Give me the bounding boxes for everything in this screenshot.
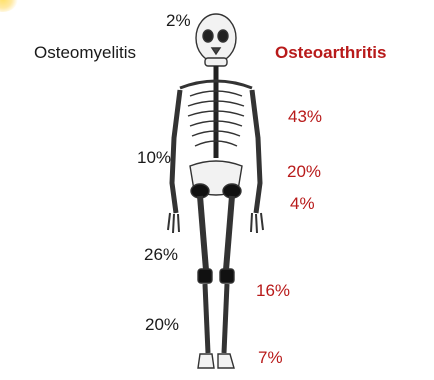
osteoarthritis-heading: Osteoarthritis bbox=[275, 43, 386, 63]
osteoarthritis-foot-percent: 7% bbox=[258, 348, 283, 368]
osteoarthritis-spine-percent: 43% bbox=[288, 107, 322, 127]
osteoarthritis-knee-percent: 16% bbox=[256, 281, 290, 301]
osteomyelitis-skull-percent: 2% bbox=[166, 11, 191, 31]
osteoarthritis-hip-percent: 20% bbox=[287, 162, 321, 182]
corner-decoration bbox=[0, 0, 18, 12]
osteoarthritis-pelvis-percent: 4% bbox=[290, 194, 315, 214]
osteomyelitis-pelvis-percent: 10% bbox=[137, 148, 171, 168]
osteomyelitis-femur-percent: 26% bbox=[144, 245, 178, 265]
osteomyelitis-tibia-percent: 20% bbox=[145, 315, 179, 335]
osteomyelitis-heading: Osteomyelitis bbox=[34, 43, 136, 63]
